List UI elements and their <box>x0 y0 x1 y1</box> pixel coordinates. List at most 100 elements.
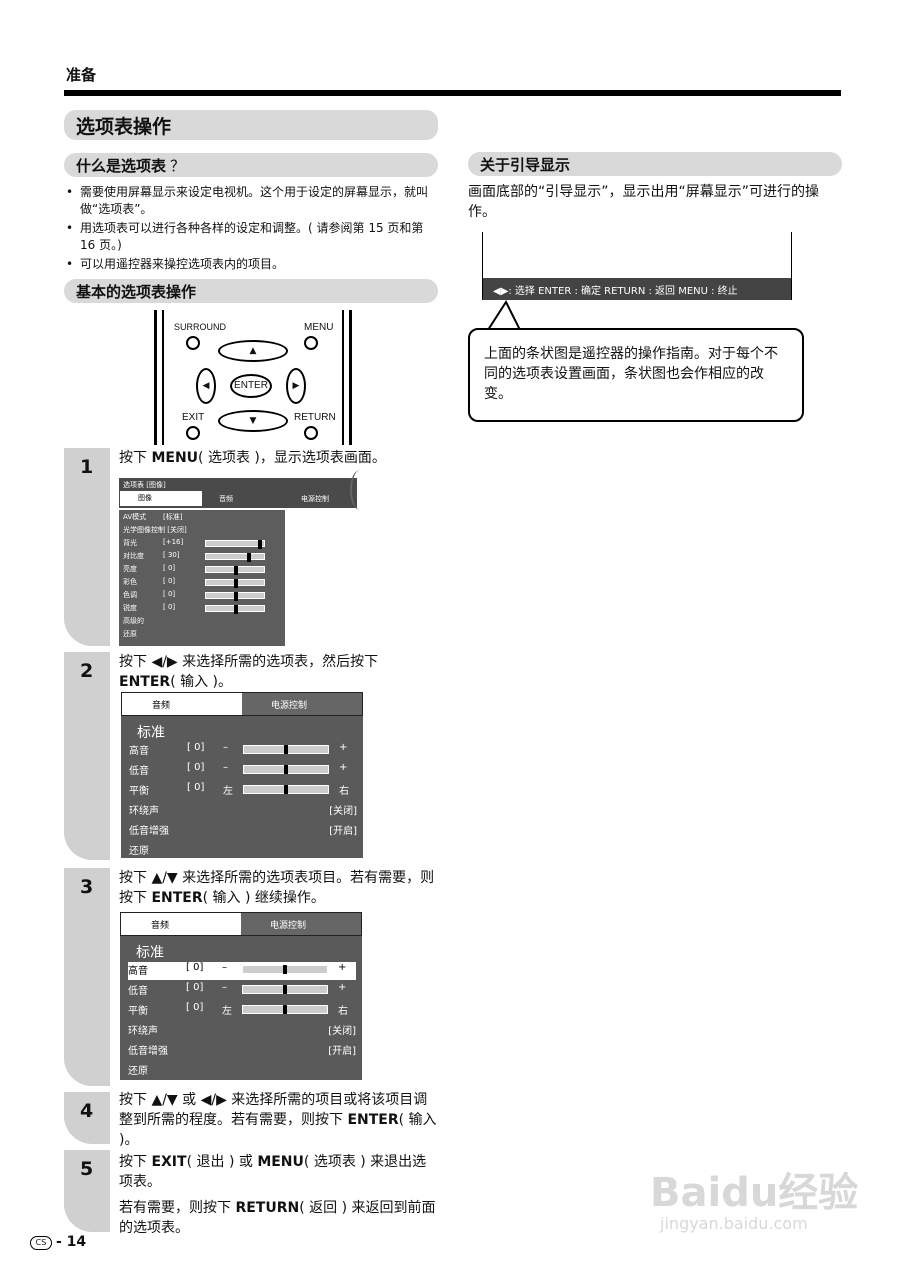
audio-row[interactable]: 平衡[ 0]左右 <box>128 1002 356 1020</box>
guide-callout: 上面的条状图是遥控器的操作指南。对于每个不同的选项表设置画面，条状图也会作相应的… <box>468 328 804 422</box>
page-title: 选项表操作 <box>64 110 438 140</box>
up-button[interactable]: ▲ <box>218 340 288 362</box>
bullet-2: 用选项表可以进行各种各样的设定和调整。( 请参阅第 15 页和第 16 页。) <box>66 220 438 254</box>
audio-extra-value: [关闭] <box>329 806 357 817</box>
audio-row[interactable]: 高音[ 0]–+ <box>128 962 356 980</box>
screen1-row-value: [ 0] <box>163 603 176 611</box>
audio-row-value: [ 0] <box>187 742 205 753</box>
screen1-row[interactable]: 还原 <box>123 629 279 642</box>
right-button[interactable]: ▶ <box>286 368 306 404</box>
screen1-row[interactable]: 亮度[ 0] <box>123 564 279 577</box>
guide-bar: ◀▶: 选择 ENTER : 确定 RETURN : 返回 MENU : 终止 <box>483 278 791 300</box>
audio-extra-label: 还原 <box>128 1066 148 1077</box>
audio-slider[interactable] <box>242 1005 328 1014</box>
enter-button[interactable]: ENTER <box>230 374 272 398</box>
audio-row[interactable]: 平衡[ 0]左右 <box>129 782 357 800</box>
audio-row-value: [ 0] <box>186 962 204 973</box>
screen1-row[interactable]: 光学图像控制 [关闭] <box>123 525 279 538</box>
audio-extra-row[interactable]: 环绕声[关闭] <box>129 802 357 820</box>
audio-slider[interactable] <box>243 785 329 794</box>
screen1-slider[interactable] <box>205 566 265 575</box>
step-number-5: 5 <box>80 1158 94 1180</box>
audio-row[interactable]: 高音[ 0]–+ <box>129 742 357 760</box>
audio-extra-row[interactable]: 还原 <box>128 1062 356 1080</box>
guide-screen <box>482 232 792 300</box>
tab-power-2[interactable]: 电源控制 <box>271 701 308 711</box>
screen1-row-label: 还原 <box>123 630 137 638</box>
screen1-slider[interactable] <box>205 540 265 549</box>
exit-label: EXIT <box>182 412 205 423</box>
step-text-3: 按下 ▲/▼ 来选择所需的选项表项目。若有需要，则按下 ENTER( 输入 ) … <box>119 870 435 906</box>
down-button[interactable]: ▼ <box>218 410 288 432</box>
screen1-row-value: [ 0] <box>163 590 176 598</box>
audio-slider[interactable] <box>242 965 328 974</box>
exit-button[interactable] <box>186 426 200 440</box>
menu-button[interactable] <box>304 336 318 350</box>
audio-row-plus: + <box>339 762 348 773</box>
audio-row-minus: – <box>223 762 228 773</box>
surround-button[interactable] <box>186 336 200 350</box>
step-tab-4 <box>64 1092 110 1144</box>
audio-extra-label: 还原 <box>129 846 149 857</box>
audio-row-minus: – <box>222 962 227 973</box>
step-number-2: 2 <box>80 660 94 682</box>
audio-row-value: [ 0] <box>187 762 205 773</box>
step-tab-2 <box>64 652 110 860</box>
step-number-4: 4 <box>80 1100 94 1122</box>
watermark-url: jingyan.baidu.com <box>660 1214 808 1233</box>
screen1-row-label: 光学图像控制 [关闭] <box>123 526 187 534</box>
screen1-row[interactable]: 色调[ 0] <box>123 590 279 603</box>
audio-extra-row[interactable]: 低音增强[开启] <box>128 1042 356 1060</box>
screen1-slider[interactable] <box>205 592 265 601</box>
screen1-row-label: 对比度 <box>123 552 144 560</box>
step-text-5: 按下 EXIT( 退出 ) 或 MENU( 选项表 ) 来退出选项表。若有需要，… <box>119 1154 436 1236</box>
audio-row-minus: – <box>222 982 227 993</box>
audio-slider[interactable] <box>242 985 328 994</box>
audio-row[interactable]: 低音[ 0]–+ <box>128 982 356 1000</box>
screen1-row-value: [标准] <box>163 513 183 521</box>
tab-audio-3[interactable]: 音频 <box>121 913 241 935</box>
audio-slider[interactable] <box>243 745 329 754</box>
audio-row-label: 高音 <box>129 746 149 757</box>
audio-row[interactable]: 低音 [ 0] – + <box>129 762 357 780</box>
screen1-slider[interactable] <box>205 553 265 562</box>
tab-audio-2[interactable]: 音频 <box>122 693 242 715</box>
step-tab-5 <box>64 1150 110 1232</box>
menu-screen-3: 音频 电源控制 标准 高音[ 0]–+低音[ 0]–+平衡[ 0]左右环绕声[关… <box>120 912 362 1080</box>
menu-label: MENU <box>304 322 334 333</box>
left-button[interactable]: ◀ <box>196 368 216 404</box>
audio-row-minus: 左 <box>222 1006 232 1017</box>
bullet-1: 需要使用屏幕显示来设定电视机。这个用于设定的屏幕显示，就叫做“选项表”。 <box>66 184 438 218</box>
screen1-row[interactable]: 锐度[ 0] <box>123 603 279 616</box>
screen1-slider[interactable] <box>205 579 265 588</box>
tab-power-3[interactable]: 电源控制 <box>270 921 307 931</box>
screen1-row[interactable]: 背光 [+16] <box>123 538 279 551</box>
tab-power[interactable]: 电源控制 <box>301 495 329 503</box>
menu-screen-1-header: 选项表 [图像] 图像 音频 电源控制 <box>119 478 357 508</box>
basic-heading: 基本的选项表操作 <box>64 279 438 303</box>
audio-row-label: 平衡 <box>128 1006 148 1017</box>
menu-screen-1-body: AV模式[标准]光学图像控制 [关闭] 背光 [+16] 对比度[ 30]亮度[ 0]… <box>119 510 285 646</box>
audio-extra-row[interactable]: 低音增强[开启] <box>129 822 357 840</box>
audio-row-label: 低音 <box>129 766 149 777</box>
audio-row-plus: 右 <box>339 786 349 797</box>
audio-extra-row[interactable]: 还原 <box>129 842 357 860</box>
section-label: 准备 <box>66 66 97 84</box>
screen1-row-label: 背光 <box>123 539 137 547</box>
screen1-row[interactable]: 对比度[ 30] <box>123 551 279 564</box>
tab-picture[interactable]: 图像 <box>120 491 202 506</box>
screen1-row[interactable]: 彩色[ 0] <box>123 577 279 590</box>
screen1-row-label: 彩色 <box>123 578 137 586</box>
step-tab-3 <box>64 868 110 1086</box>
screen1-row[interactable]: 高级的 <box>123 616 279 629</box>
audio-slider[interactable] <box>243 765 329 774</box>
return-button[interactable] <box>304 426 318 440</box>
guide-heading: 关于引导显示 <box>468 152 842 176</box>
screen1-slider[interactable] <box>205 605 265 614</box>
screen1-row-value: [+16] <box>163 538 184 546</box>
screen1-row[interactable]: AV模式[标准] <box>123 512 279 525</box>
cs-badge: CS <box>30 1236 52 1250</box>
audio-extra-row[interactable]: 环绕声[关闭] <box>128 1022 356 1040</box>
bullet-3: 可以用遥控器来操控选项表内的项目。 <box>66 256 438 273</box>
tab-audio[interactable]: 音频 <box>219 495 233 503</box>
